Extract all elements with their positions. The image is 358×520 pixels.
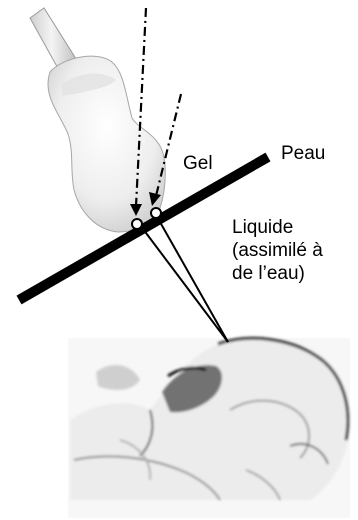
label-liquid-line-3: de l’eau) [232,262,323,285]
beam-line-left [140,225,228,342]
label-liquid: Liquide (assimilé à de l’eau) [232,216,323,285]
label-liquid-line-1: Liquide [232,216,323,239]
beam-paths [140,215,228,342]
contact-point-right [151,208,161,218]
fetal-ultrasound-image [68,338,350,518]
label-gel: Gel [183,152,213,175]
label-skin: Peau [281,142,325,165]
label-liquid-line-2: (assimilé à [232,239,323,262]
contact-point-left [132,219,142,229]
beam-line-right [156,215,228,342]
